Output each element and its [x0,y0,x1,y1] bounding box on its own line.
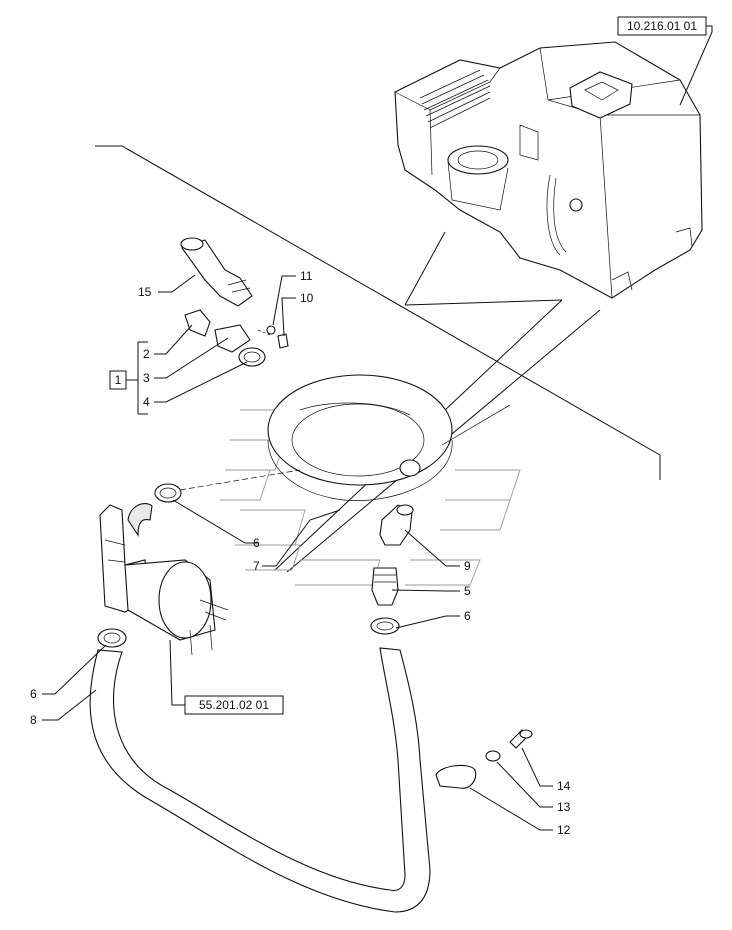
callout-11: 11 [300,269,313,283]
part-6-clamp-right [370,617,400,635]
callout-6-left: 6 [30,687,37,701]
callout-6-right: 6 [464,609,471,623]
part-6-clamp-left [97,628,127,648]
part-5-fitting [371,567,399,606]
callout-6-upper: 6 [253,536,260,550]
ref-tank-label: 10.216.01 01 [627,19,697,33]
ref-box-tank: 10.216.01 01 [617,16,707,36]
callout-7: 7 [253,559,260,573]
tank-assembly [394,41,703,299]
part-13-washer [485,750,501,762]
part-14-bolt [509,729,533,749]
callout-9: 9 [464,559,471,573]
ref-box-pump: 55.201.02 01 [184,695,284,715]
ref-pump-label: 55.201.02 01 [199,698,269,712]
callout-15: 15 [138,285,152,299]
group-box-1: 1 [109,370,127,390]
callout-8: 8 [30,713,37,727]
group-box-label: 1 [115,373,122,387]
callout-5: 5 [464,584,471,598]
part-15-sensor [180,237,253,307]
filter-ring [220,374,521,586]
section-line [95,145,661,480]
pump-assembly [99,502,229,656]
part-12-clip [435,764,477,789]
parts-small-group [184,309,289,367]
callout-4: 4 [143,395,150,409]
callout-14: 14 [557,779,571,793]
part-6-clamp-upper [154,483,182,503]
callout-2: 2 [143,347,150,361]
callout-12: 12 [557,823,571,837]
part-9-elbow [379,504,414,546]
callout-3: 3 [143,371,150,385]
leader-lines [42,25,713,831]
callout-13: 13 [557,800,571,814]
part-8-hose [89,647,431,913]
callout-10: 10 [300,291,314,305]
